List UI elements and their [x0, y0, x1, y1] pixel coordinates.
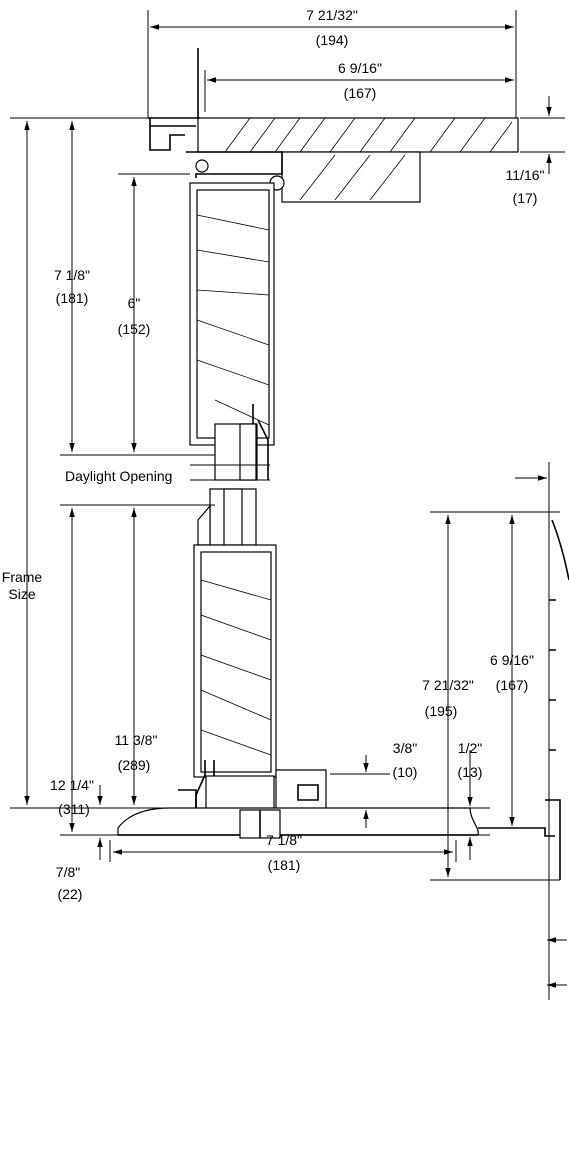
sill-section: [117, 769, 479, 839]
label-frame-size-1: Frame: [2, 569, 43, 585]
left-dimensions: [10, 117, 215, 860]
label-right-outer-in: 7 21/32": [422, 677, 474, 693]
label-sill-b-mm: (13): [458, 764, 483, 780]
lower-sash: [193, 488, 277, 811]
label-bottom-left-in: 7/8": [56, 864, 80, 880]
label-top-right-in: 11/16": [506, 167, 545, 183]
label-lower-inner-in: 11 3/8": [115, 732, 158, 748]
label-left-upper-mm: (181): [56, 290, 89, 306]
dimension-labels: 7 21/32" (194) 6 9/16" (167) 11/16" (17)…: [2, 7, 545, 902]
head-section: [147, 10, 565, 203]
label-bottom-width-mm: (181): [268, 857, 301, 873]
label-frame-size-2: Size: [8, 586, 35, 602]
label-top-overall-in: 7 21/32": [306, 7, 358, 23]
sill-dimensions: [109, 750, 490, 862]
label-right-outer-mm: (195): [425, 703, 458, 719]
label-top-inner-mm: (167): [344, 85, 377, 101]
label-top-overall-mm: (194): [316, 32, 349, 48]
label-top-right-mm: (17): [513, 190, 538, 206]
label-left-lower-in: 12 1/4": [50, 777, 94, 793]
label-lower-inner-mm: (289): [118, 757, 151, 773]
label-sill-a-in: 3/8": [393, 740, 417, 756]
label-right-inner-mm: (167): [496, 677, 529, 693]
label-sill-a-mm: (10): [393, 764, 418, 780]
label-left-upper-in: 7 1/8": [54, 267, 90, 283]
label-left-lower-mm: (311): [58, 801, 90, 817]
label-sill-b-in: 1/2": [458, 740, 482, 756]
upper-sash: [189, 182, 275, 481]
label-top-inner-in: 6 9/16": [338, 60, 382, 76]
daylight-label: Daylight Opening: [65, 468, 172, 484]
label-upper-inner-in: 6": [128, 295, 141, 311]
right-section: [430, 462, 569, 1000]
label-bottom-width-in: 7 1/8": [266, 832, 302, 848]
label-right-inner-in: 6 9/16": [490, 652, 534, 668]
label-upper-inner-mm: (152): [118, 321, 151, 337]
label-bottom-left-mm: (22): [58, 886, 83, 902]
